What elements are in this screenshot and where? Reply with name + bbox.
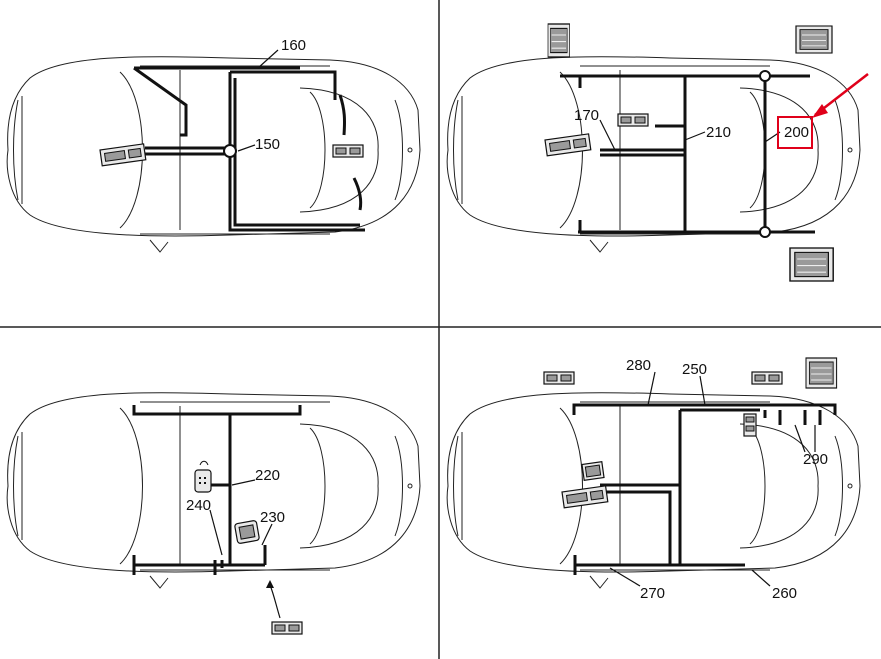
key-fob-icon [194, 460, 212, 493]
label-290: 290 [803, 451, 828, 468]
label-240: 240 [186, 497, 211, 514]
sensor-module-icon [751, 371, 783, 385]
relay-module-icon [547, 23, 571, 58]
highlight-arrowhead [812, 104, 828, 118]
highlight-box [777, 116, 813, 149]
panel-top-right: 170 210 200 [446, 23, 869, 282]
label-230: 230 [260, 509, 285, 526]
label-170: 170 [574, 107, 599, 124]
panel-bottom-left: 220 240 230 [6, 392, 421, 635]
antenna-module-icon [234, 520, 260, 544]
display-module-icon [581, 461, 605, 481]
relay-module-icon [805, 357, 838, 389]
label-200: 200 [784, 124, 809, 141]
car-outline [446, 392, 861, 589]
relay-module-icon [795, 25, 833, 54]
panel-bottom-right: 280 250 290 270 260 [446, 357, 861, 602]
label-150: 150 [255, 136, 280, 153]
control-module-icon [544, 133, 592, 157]
sensor-module-icon [617, 113, 649, 127]
label-260: 260 [772, 585, 797, 602]
label-280: 280 [626, 357, 651, 374]
label-160: 160 [281, 37, 306, 54]
sensor-module-icon [543, 371, 575, 385]
control-module-icon [561, 485, 609, 509]
sensor-module-icon [271, 621, 303, 635]
label-210: 210 [706, 124, 731, 141]
connector-icon [743, 413, 757, 437]
label-220: 220 [255, 467, 280, 484]
label-250: 250 [682, 361, 707, 378]
panel-top-left: 160 150 [6, 37, 421, 253]
fuse-box-icon [789, 247, 834, 282]
sensor-module-icon [332, 144, 364, 158]
label-270: 270 [640, 585, 665, 602]
car-outline [6, 392, 421, 589]
control-module-icon [99, 143, 147, 167]
